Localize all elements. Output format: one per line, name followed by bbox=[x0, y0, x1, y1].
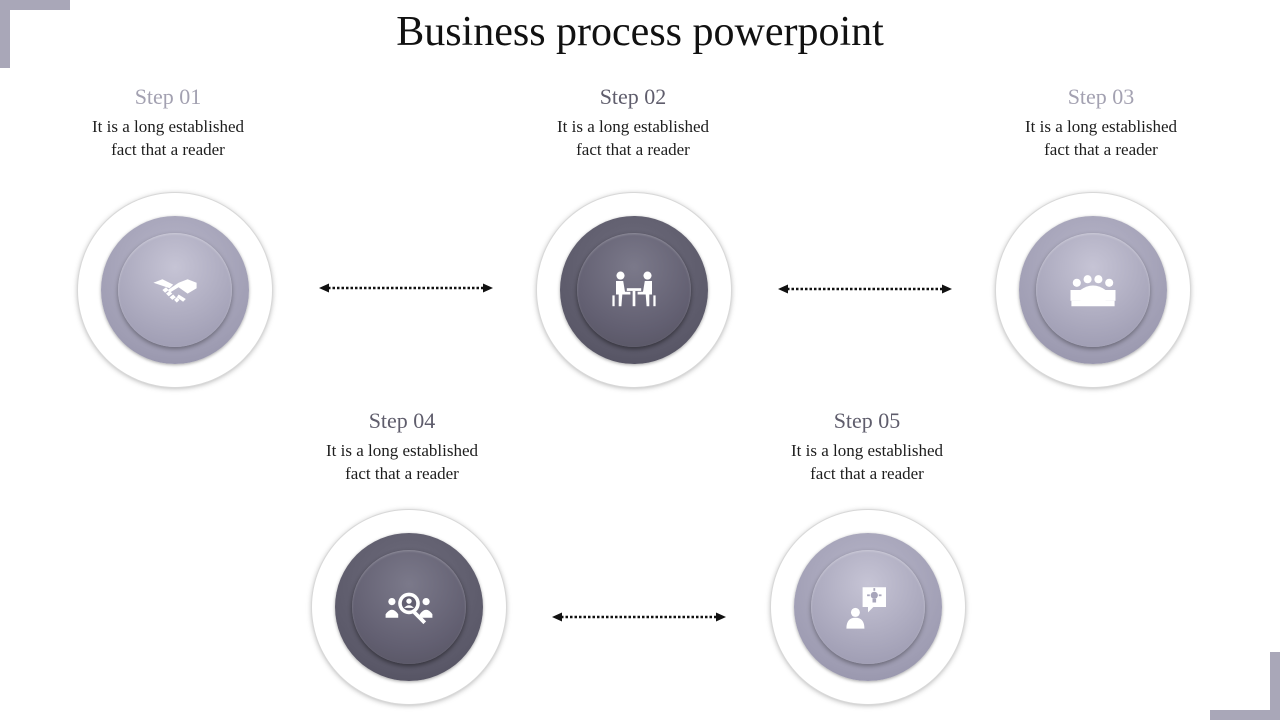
step-01-description: It is a long established fact that a rea… bbox=[48, 115, 288, 161]
step-03-label: Step 03 bbox=[1067, 84, 1135, 109]
corner-accent-top-left-horizontal bbox=[0, 0, 70, 10]
step-05-outer-ring bbox=[794, 533, 942, 681]
step-03-desc-line-2: fact that a reader bbox=[1044, 140, 1158, 159]
step-03-description: It is a long established fact that a rea… bbox=[981, 115, 1221, 161]
user-search-icon bbox=[385, 592, 433, 625]
step-03-node bbox=[996, 193, 1190, 387]
step-04-outer-ring bbox=[335, 533, 483, 681]
connector-arrow-4-5 bbox=[552, 612, 726, 622]
step-03-text: Step 03 It is a long established fact th… bbox=[981, 84, 1221, 161]
step-04-text: Step 04 It is a long established fact th… bbox=[282, 408, 522, 485]
step-05-desc-line-1: It is a long established bbox=[790, 441, 944, 460]
step-02-label: Step 02 bbox=[599, 84, 667, 109]
step-02-node bbox=[537, 193, 731, 387]
step-05-label: Step 05 bbox=[833, 408, 901, 433]
step-03-inner-disc bbox=[1036, 233, 1150, 347]
step-02-desc-line-1: It is a long established bbox=[556, 117, 710, 136]
corner-accent-top-left-vertical bbox=[0, 0, 10, 68]
handshake-icon bbox=[153, 279, 197, 303]
connector-arrow-1-2 bbox=[319, 283, 493, 293]
step-05-inner-disc bbox=[811, 550, 925, 664]
step-05-text: Step 05 It is a long established fact th… bbox=[747, 408, 987, 485]
step-02-text: Step 02 It is a long established fact th… bbox=[513, 84, 753, 161]
step-01-desc-line-2: fact that a reader bbox=[111, 140, 225, 159]
step-01-label: Step 01 bbox=[134, 84, 202, 109]
step-04-node bbox=[312, 510, 506, 704]
step-05-desc-line-2: fact that a reader bbox=[810, 464, 924, 483]
step-05-node bbox=[771, 510, 965, 704]
step-02-description: It is a long established fact that a rea… bbox=[513, 115, 753, 161]
slide-title: Business process powerpoint bbox=[396, 9, 884, 55]
connector-arrow-2-3 bbox=[778, 284, 952, 294]
meeting-table-icon bbox=[612, 271, 656, 307]
step-03-outer-ring bbox=[1019, 216, 1167, 364]
step-02-desc-line-2: fact that a reader bbox=[576, 140, 690, 159]
step-04-inner-disc bbox=[352, 550, 466, 664]
corner-accent-bottom-right-vertical bbox=[1270, 652, 1280, 720]
step-01-node bbox=[78, 193, 272, 387]
step-01-inner-disc bbox=[118, 233, 232, 347]
step-02-inner-disc bbox=[577, 233, 691, 347]
step-05-description: It is a long established fact that a rea… bbox=[747, 439, 987, 485]
step-04-description: It is a long established fact that a rea… bbox=[282, 439, 522, 485]
step-02-outer-ring bbox=[560, 216, 708, 364]
step-01-text: Step 01 It is a long established fact th… bbox=[48, 84, 288, 161]
idea-speech-icon bbox=[846, 587, 886, 629]
team-group-icon bbox=[1070, 275, 1116, 307]
step-04-label: Step 04 bbox=[368, 408, 436, 433]
step-04-desc-line-2: fact that a reader bbox=[345, 464, 459, 483]
step-03-desc-line-1: It is a long established bbox=[1024, 117, 1178, 136]
corner-accent-bottom-right-horizontal bbox=[1210, 710, 1280, 720]
step-04-desc-line-1: It is a long established bbox=[325, 441, 479, 460]
step-01-desc-line-1: It is a long established bbox=[91, 117, 245, 136]
step-01-outer-ring bbox=[101, 216, 249, 364]
